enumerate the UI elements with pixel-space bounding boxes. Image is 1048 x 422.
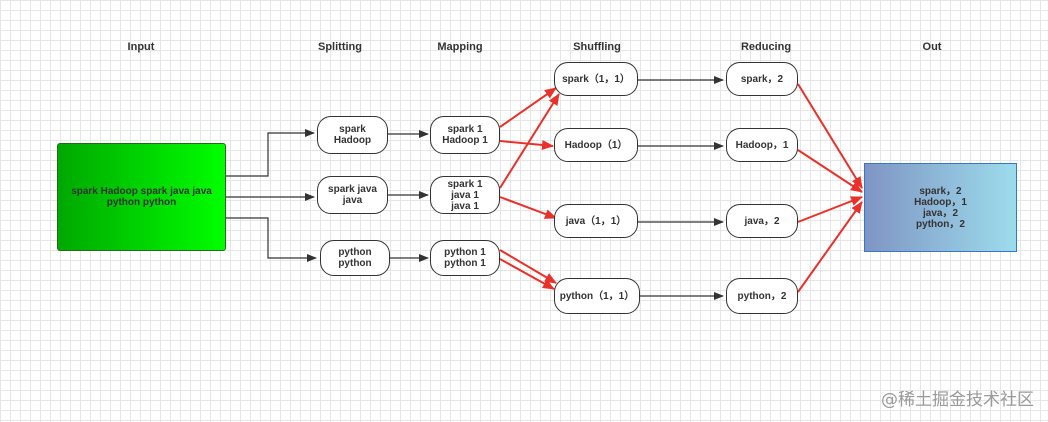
map-line: Hadoop 1 [442, 135, 488, 146]
arrow-map-shuffle-3 [499, 93, 560, 189]
split-line: python [338, 247, 372, 258]
input-line: spark Hadoop spark java java [71, 186, 212, 197]
arrow-reduce-out-1 [797, 83, 863, 189]
header-input: Input [127, 41, 155, 53]
reduce-node: Hadoop，1 [726, 128, 798, 162]
arrow-map-shuffle-1 [499, 87, 557, 128]
arrow-input-split-1 [226, 129, 315, 177]
arrow-reduce-out-4 [797, 201, 863, 293]
map-node: spark 1 java 1 java 1 [430, 176, 500, 214]
split-line: python [338, 258, 372, 269]
arrow-reduce-out-2 [797, 149, 863, 193]
reduce-node: spark，2 [726, 62, 798, 96]
map-line: python 1 [444, 247, 486, 258]
arrow-map-shuffle-5 [499, 249, 557, 284]
input-line: python python [106, 197, 177, 208]
split-node: python python [320, 240, 390, 276]
header-reducing: Reducing [740, 41, 792, 53]
header-splitting: Splitting [318, 41, 362, 53]
header-out: Out [922, 41, 942, 53]
watermark: @稀土掘金技术社区 [881, 390, 1034, 410]
out-box: spark，2 Hadoop，1 java，2 python，2 [864, 163, 1017, 252]
map-line: java 1 [451, 200, 479, 212]
map-line: python 1 [444, 258, 486, 269]
out-line: Hadoop，1 [914, 196, 967, 208]
split-line: java [342, 195, 363, 206]
out-line: spark，2 [919, 185, 962, 197]
reduce-node: python，2 [726, 278, 798, 314]
arrow-map-shuffle-2 [499, 139, 554, 150]
arrow-map-shuffle-6 [499, 258, 555, 290]
map-line: spark 1 [447, 124, 483, 135]
input-box: spark Hadoop spark java java python pyth… [57, 143, 226, 251]
header-mapping: Mapping [437, 41, 483, 53]
header-shuffling: Shuffling [573, 41, 621, 53]
out-line: python，2 [916, 218, 965, 230]
map-line: java 1 [451, 189, 479, 201]
arrow-input-split-3 [226, 217, 317, 262]
split-line: spark [339, 124, 366, 135]
shuffle-node: spark（1，1） [554, 62, 638, 96]
shuffle-node: java（1，1） [554, 204, 638, 238]
map-node: python 1 python 1 [430, 240, 500, 276]
split-node: spark Hadoop [317, 116, 388, 154]
out-line: java，2 [922, 207, 959, 219]
shuffle-node: Hadoop（1） [554, 128, 638, 162]
shuffle-node: python（1，1） [554, 278, 640, 314]
arrow-reduce-out-3 [797, 196, 863, 223]
arrow-map-shuffle-4 [499, 196, 557, 219]
reduce-node: java，2 [726, 204, 798, 238]
split-line: Hadoop [333, 135, 372, 146]
map-node: spark 1 Hadoop 1 [430, 116, 500, 154]
split-line: spark java [328, 184, 377, 195]
map-line: spark 1 [447, 178, 483, 190]
split-node: spark java java [317, 176, 388, 214]
